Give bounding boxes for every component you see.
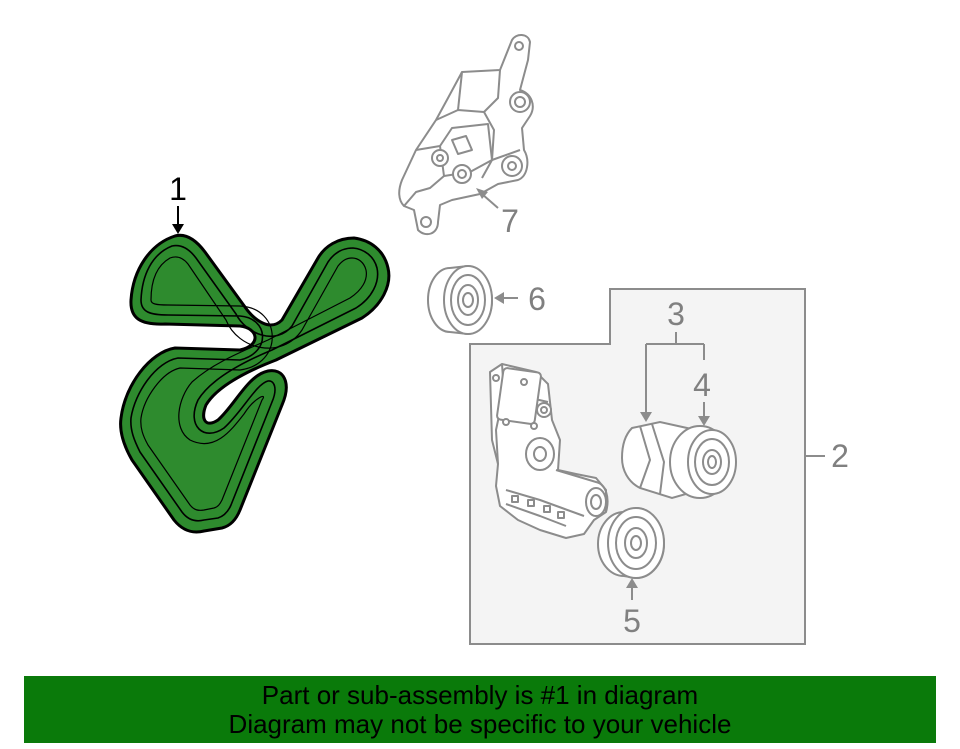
- mounting-bracket[interactable]: [398, 34, 534, 236]
- banner-line-1: Part or sub-assembly is #1 in diagram: [261, 680, 699, 710]
- drive-belt[interactable]: [119, 233, 391, 534]
- callout-label-3: 3: [667, 296, 685, 332]
- callout-label-6: 6: [528, 281, 546, 317]
- callout-label-5: 5: [623, 603, 641, 639]
- callout-label-7: 7: [501, 203, 519, 239]
- idler-pulley-lower[interactable]: [597, 506, 666, 580]
- callout-5: 5: [623, 578, 641, 639]
- callout-2: 2: [805, 438, 849, 474]
- callout-label-4: 4: [693, 367, 711, 403]
- banner-line-2: Diagram may not be specific to your vehi…: [228, 709, 732, 739]
- callout-6: 6: [494, 281, 546, 317]
- tensioner-bracket[interactable]: [489, 363, 609, 539]
- callout-label-1: 1: [169, 171, 187, 207]
- callout-1: 1: [169, 171, 187, 234]
- callout-4: 4: [693, 367, 711, 426]
- idler-pulley-upper[interactable]: [427, 264, 494, 336]
- callout-3: 3: [640, 296, 705, 422]
- info-banner: Part or sub-assembly is #1 in diagram Di…: [24, 676, 936, 743]
- callout-7: 7: [476, 188, 519, 239]
- tensioner-pulley[interactable]: [620, 420, 737, 500]
- callout-label-2: 2: [831, 438, 849, 474]
